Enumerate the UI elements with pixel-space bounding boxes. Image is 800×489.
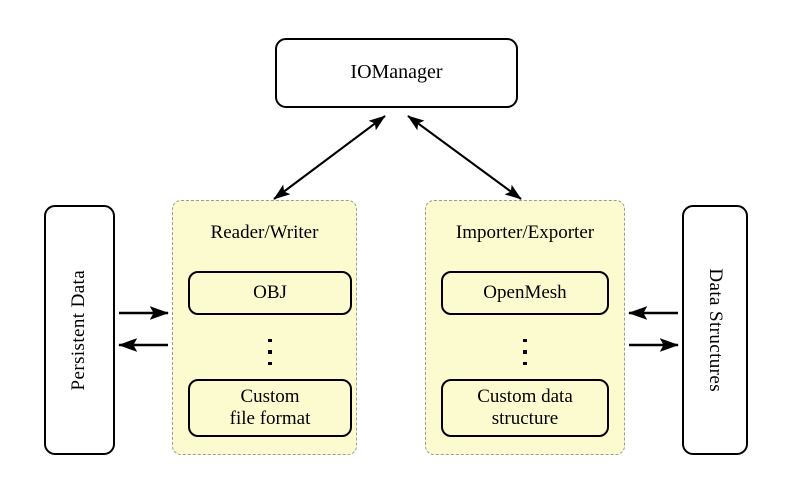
arrow-iomanager-reader-writer xyxy=(273,115,386,200)
node-openmesh[interactable]: OpenMesh xyxy=(441,271,609,315)
node-obj[interactable]: OBJ xyxy=(188,271,352,315)
ellipsis-importer-exporter xyxy=(518,339,532,365)
node-custom-file-format[interactable]: Custom file format xyxy=(188,379,352,437)
group-reader-writer-title: Reader/Writer xyxy=(210,222,319,243)
node-custom-data-structure[interactable]: Custom data structure xyxy=(441,379,609,437)
group-importer-exporter-title: Importer/Exporter xyxy=(455,222,595,243)
node-custom-data-structure-line1: Custom data xyxy=(477,385,573,407)
data-structures-node[interactable]: Data Structures xyxy=(682,205,748,455)
node-openmesh-label: OpenMesh xyxy=(483,281,567,303)
data-structures-label: Data Structures xyxy=(705,268,727,392)
node-custom-file-format-line1: Custom xyxy=(240,385,300,407)
ellipsis-reader-writer xyxy=(263,339,277,365)
arrow-iomanager-importer-exporter xyxy=(407,115,522,200)
iomanager-label: IOManager xyxy=(350,61,443,84)
persistent-data-label: Persistent Data xyxy=(68,269,90,391)
node-obj-label: OBJ xyxy=(253,281,287,303)
persistent-data-node[interactable]: Persistent Data xyxy=(44,205,115,455)
iomanager-node[interactable]: IOManager xyxy=(275,38,518,108)
node-custom-data-structure-line2: structure xyxy=(491,408,559,429)
node-custom-file-format-line2: file format xyxy=(229,408,311,429)
